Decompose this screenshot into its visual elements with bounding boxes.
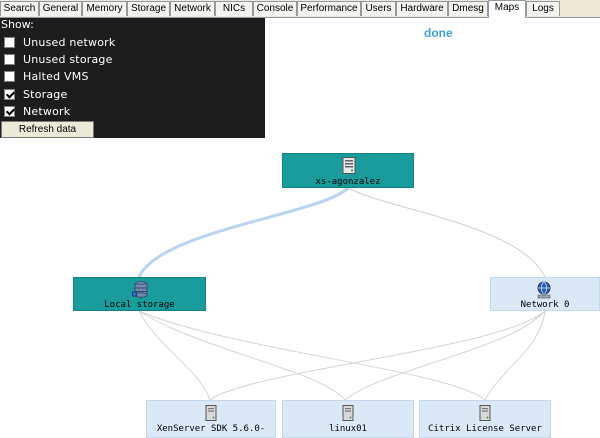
unused-storage-checkbox[interactable] bbox=[4, 54, 15, 65]
vm-label: XenServer SDK 5.6.0- bbox=[156, 424, 266, 434]
filter-halted-vms[interactable]: Halted VMS bbox=[4, 68, 89, 85]
vm-node[interactable]: Citrix License Server bbox=[419, 400, 551, 438]
tab-users[interactable]: Users bbox=[361, 1, 396, 16]
link-network-vm2 bbox=[344, 310, 546, 401]
filter-label: Unused network bbox=[23, 36, 116, 49]
filter-network[interactable]: Network bbox=[4, 103, 70, 120]
network-icon bbox=[537, 281, 551, 299]
vm-icon bbox=[479, 405, 491, 421]
tab-maps[interactable]: Maps bbox=[488, 0, 526, 18]
link-host-network bbox=[347, 187, 546, 278]
tab-console[interactable]: Console bbox=[253, 1, 297, 16]
link-storage-vm2 bbox=[138, 310, 346, 401]
link-network-vm1 bbox=[209, 310, 546, 401]
network-checkbox[interactable] bbox=[4, 106, 15, 117]
tab-memory[interactable]: Memory bbox=[82, 1, 127, 16]
filter-label: Network bbox=[23, 105, 71, 118]
storage-node[interactable]: Local storage bbox=[73, 277, 206, 311]
storage-label: Local storage bbox=[104, 300, 175, 310]
storage-checkbox[interactable] bbox=[4, 89, 15, 100]
tab-logs[interactable]: Logs bbox=[526, 1, 560, 16]
tab-bar: Search General Memory Storage Network NI… bbox=[0, 0, 600, 18]
tab-dmesg[interactable]: Dmesg bbox=[448, 1, 488, 16]
tab-general[interactable]: General bbox=[39, 1, 82, 16]
vm-label: linux01 bbox=[329, 424, 367, 434]
filter-label: Unused storage bbox=[23, 53, 113, 66]
tab-performance[interactable]: Performance bbox=[297, 1, 361, 16]
halted-vms-checkbox[interactable] bbox=[4, 71, 15, 82]
status-text: done bbox=[424, 26, 453, 40]
vm-node[interactable]: linux01 bbox=[282, 400, 414, 438]
network-node[interactable]: Network 0 bbox=[490, 277, 600, 311]
filter-unused-storage[interactable]: Unused storage bbox=[4, 51, 113, 68]
vm-icon bbox=[205, 405, 217, 421]
host-node[interactable]: xs-agonzalez bbox=[282, 153, 414, 188]
vm-node[interactable]: XenServer SDK 5.6.0- bbox=[146, 400, 276, 438]
tab-nics[interactable]: NICs bbox=[215, 1, 253, 16]
link-network-vm3 bbox=[484, 310, 546, 401]
tab-storage[interactable]: Storage bbox=[127, 1, 170, 16]
tab-network[interactable]: Network bbox=[170, 1, 215, 16]
vm-label: Citrix License Server bbox=[428, 424, 542, 434]
link-storage-vm3 bbox=[138, 310, 486, 401]
link-storage-vm1 bbox=[138, 310, 211, 401]
host-label: xs-agonzalez bbox=[315, 177, 381, 187]
refresh-data-button[interactable]: Refresh data bbox=[1, 121, 94, 138]
show-panel: Show: Unused network Unused storage Halt… bbox=[0, 18, 265, 138]
filter-storage[interactable]: Storage bbox=[4, 86, 67, 103]
filter-label: Storage bbox=[23, 88, 68, 101]
tab-hardware[interactable]: Hardware bbox=[396, 1, 448, 16]
filter-unused-network[interactable]: Unused network bbox=[4, 34, 115, 51]
tab-search[interactable]: Search bbox=[0, 1, 39, 16]
show-panel-title: Show: bbox=[1, 18, 34, 31]
link-host-storage bbox=[137, 186, 350, 278]
vm-icon bbox=[342, 405, 354, 421]
filter-label: Halted VMS bbox=[23, 70, 89, 83]
unused-network-checkbox[interactable] bbox=[4, 37, 15, 48]
storage-icon bbox=[132, 281, 148, 298]
server-icon bbox=[342, 157, 356, 174]
network-label: Network 0 bbox=[520, 300, 570, 310]
